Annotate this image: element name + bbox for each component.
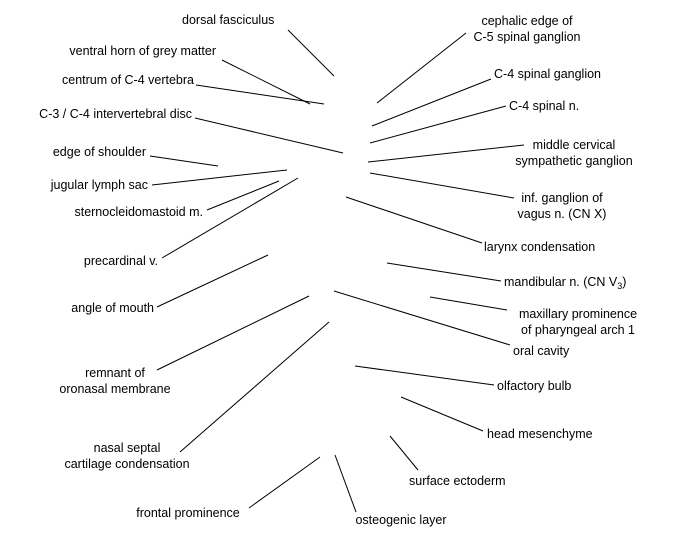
- label-larynx-condensation: larynx condensation: [484, 240, 596, 254]
- leader-c4-spinal-ganglion: [371, 78, 492, 127]
- label-frontal-prominence: frontal prominence: [136, 506, 240, 520]
- label-inf-ganglion-vagus-line1: inf. ganglion of: [521, 191, 603, 205]
- leader-c4-spinal-n: [369, 105, 507, 144]
- label-angle-of-mouth: angle of mouth: [71, 301, 154, 315]
- leader-angle-of-mouth: [156, 254, 269, 308]
- label-olfactory-bulb: olfactory bulb: [497, 379, 572, 393]
- label-cephalic-edge-c5-line1: cephalic edge of: [481, 14, 573, 28]
- label-sternocleidomastoid: sternocleidomastoid m.: [74, 205, 203, 219]
- label-surface-ectoderm: surface ectoderm: [409, 474, 506, 488]
- label-mandibular-n-text: mandibular n. (CN V: [504, 275, 618, 289]
- leader-head-mesenchyme: [400, 396, 484, 432]
- label-mandibular-n-sub: 3: [617, 281, 623, 291]
- leader-edge-of-shoulder: [149, 155, 219, 167]
- label-maxillary-prominence-line1: maxillary prominence: [518, 307, 638, 321]
- label-jugular-lymph-sac: jugular lymph sac: [50, 178, 148, 192]
- label-centrum-c4: centrum of C-4 vertebra: [62, 73, 194, 87]
- label-nasal-septal-line2: cartilage condensation: [64, 457, 190, 471]
- leader-larynx-condensation: [345, 196, 483, 244]
- label-nasal-septal: nasal septal cartilage condensation: [40, 440, 214, 472]
- leader-oral-cavity: [333, 290, 511, 346]
- label-edge-of-shoulder: edge of shoulder: [52, 145, 146, 159]
- label-remnant-oronasal: remnant of oronasal membrane: [46, 365, 184, 397]
- label-mandibular-n-suffix: ): [622, 275, 627, 289]
- leader-cephalic-edge-c5: [376, 32, 467, 104]
- label-remnant-oronasal-line1: remnant of: [85, 366, 145, 380]
- label-precardinal-v: precardinal v.: [83, 254, 158, 268]
- leader-mandibular-n: [386, 262, 502, 282]
- label-cephalic-edge-c5: cephalic edge of C-5 spinal ganglion: [462, 13, 592, 45]
- leader-disc-c3-c4: [194, 117, 344, 154]
- leader-sternocleidomastoid: [206, 180, 280, 211]
- leader-osteogenic-layer: [334, 454, 357, 513]
- label-inf-ganglion-vagus: inf. ganglion of vagus n. (CN X): [508, 190, 616, 222]
- leader-ventral-horn: [221, 59, 311, 105]
- label-c4-spinal-ganglion: C-4 spinal ganglion: [494, 67, 602, 81]
- label-cephalic-edge-c5-line2: C-5 spinal ganglion: [473, 30, 581, 44]
- label-ventral-horn: ventral horn of grey matter: [69, 44, 216, 58]
- leader-dorsal-fasciculus: [287, 29, 335, 77]
- label-remnant-oronasal-line2: oronasal membrane: [59, 382, 171, 396]
- label-inf-ganglion-vagus-line2: vagus n. (CN X): [517, 207, 607, 221]
- leader-inf-ganglion-vagus: [369, 172, 515, 199]
- label-c4-spinal-n: C-4 spinal n.: [509, 99, 580, 113]
- leader-olfactory-bulb: [354, 365, 495, 386]
- label-disc-c3-c4: C-3 / C-4 intervertebral disc: [39, 107, 192, 121]
- leader-middle-cervical: [367, 144, 525, 163]
- label-middle-cervical-line2: sympathetic ganglion: [515, 154, 633, 168]
- label-middle-cervical: middle cervical sympathetic ganglion: [506, 137, 642, 169]
- label-maxillary-prominence-line2: of pharyngeal arch 1: [521, 323, 635, 337]
- label-oral-cavity: oral cavity: [513, 344, 570, 358]
- label-maxillary-prominence: maxillary prominence of pharyngeal arch …: [506, 306, 650, 338]
- label-mandibular-n: mandibular n. (CN V3): [504, 274, 627, 291]
- label-nasal-septal-line1: nasal septal: [93, 441, 161, 455]
- leader-maxillary-prominence: [429, 296, 508, 311]
- leader-remnant-oronasal: [156, 295, 310, 371]
- leader-precardinal-v: [161, 177, 299, 259]
- label-head-mesenchyme: head mesenchyme: [487, 427, 593, 441]
- leader-nasal-septal: [179, 321, 330, 453]
- leader-jugular-lymph-sac: [151, 169, 288, 186]
- leader-surface-ectoderm: [389, 435, 419, 471]
- leader-frontal-prominence: [248, 456, 321, 509]
- label-dorsal-fasciculus: dorsal fasciculus: [182, 13, 275, 27]
- label-osteogenic-layer: osteogenic layer: [355, 513, 447, 527]
- leader-centrum-c4: [195, 84, 325, 105]
- label-middle-cervical-line1: middle cervical: [532, 138, 616, 152]
